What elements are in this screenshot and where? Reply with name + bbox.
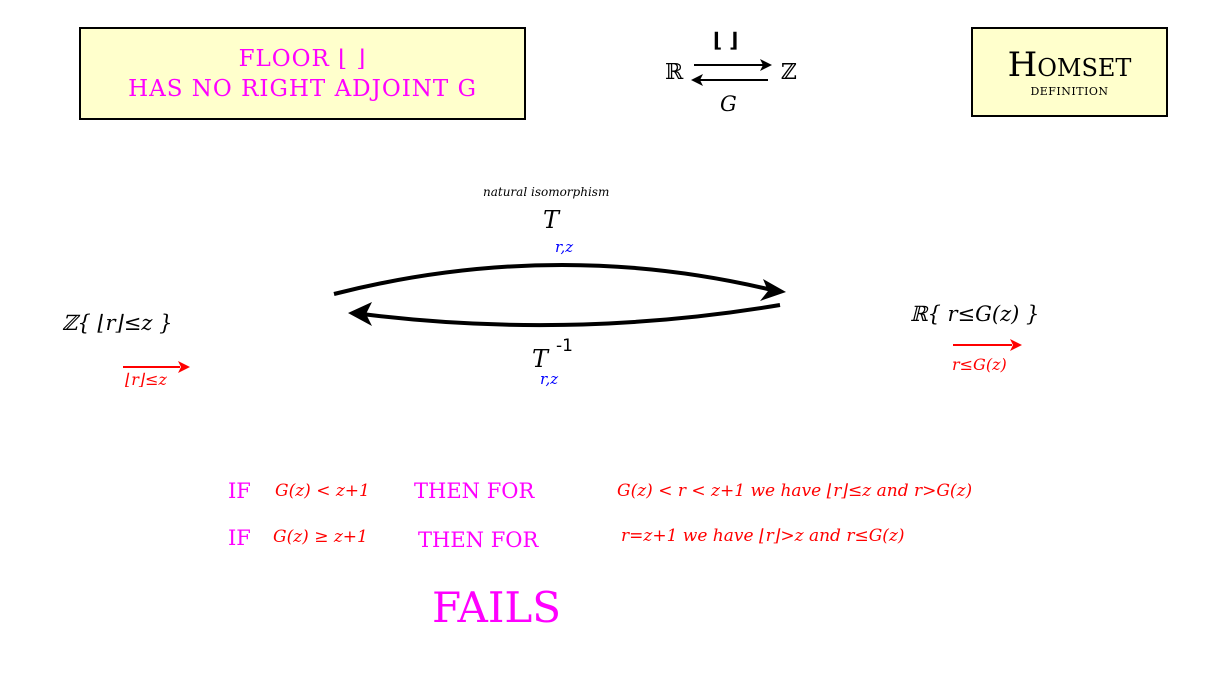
- case-1-if: IF: [228, 479, 251, 503]
- case-2-condition: G(z) ≥ z+1: [273, 527, 368, 547]
- tinv-superscript: -1: [556, 336, 573, 356]
- forward-arrow: [333, 263, 773, 296]
- homset-title: Homset: [1007, 44, 1132, 85]
- backward-arrow-head: [348, 302, 372, 326]
- case-2-detail: r=z+1 we have ⌊r⌋>z and r≤G(z): [621, 526, 905, 546]
- adjunction-left-object: ℝ: [665, 60, 684, 85]
- g-arrow-head: [691, 74, 703, 86]
- iso-caption: natural isomorphism: [483, 185, 610, 199]
- forward-arrow-head: [760, 279, 786, 301]
- adjunction-bottom-label: G: [720, 92, 737, 116]
- left-hom-arrow-label: ⌊r⌋≤z: [125, 370, 167, 389]
- title-line-2: HAS NO RIGHT ADJOINT G: [128, 75, 477, 102]
- case-2-then: THEN FOR: [418, 528, 539, 552]
- t-label: T: [543, 206, 560, 234]
- case-1-condition: G(z) < z+1: [275, 481, 370, 501]
- floor-arrow-head: [760, 59, 772, 71]
- right-hom-arrow-label: r≤G(z): [952, 355, 1007, 374]
- left-hom-set: ℤ{ ⌊r⌋≤z }: [62, 311, 173, 335]
- case-1-detail: G(z) < r < z+1 we have ⌊r⌋≤z and r>G(z): [617, 481, 973, 501]
- right-hom-set: ℝ{ r≤G(z) }: [910, 302, 1040, 326]
- t-subscript: r,z: [555, 238, 574, 256]
- adjunction-right-object: ℤ: [781, 60, 798, 85]
- case-2-if: IF: [228, 526, 251, 550]
- adjunction-top-label: ⌊ ⌋: [713, 28, 739, 52]
- title-line-1: FLOOR ⌊ ⌋: [238, 45, 367, 72]
- homset-box: Homset DEFINITION: [971, 27, 1168, 117]
- conclusion: FAILS: [432, 583, 562, 632]
- tinv-subscript: r,z: [540, 370, 559, 388]
- case-1-then: THEN FOR: [414, 479, 535, 503]
- homset-subtitle: DEFINITION: [1030, 84, 1109, 98]
- backward-arrow: [361, 303, 781, 328]
- tinv-label: T: [532, 345, 549, 373]
- title-box: FLOOR ⌊ ⌋ HAS NO RIGHT ADJOINT G: [79, 27, 526, 120]
